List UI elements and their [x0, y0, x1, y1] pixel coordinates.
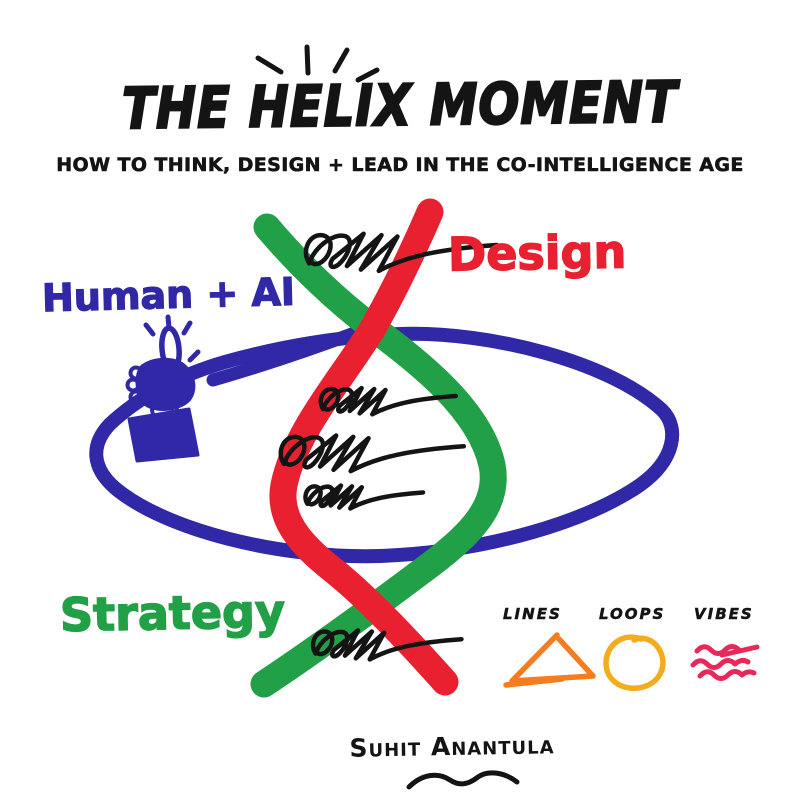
legend-label-vibes: Vibes: [694, 605, 754, 623]
sparkle-burst-icon: [255, 44, 380, 83]
pointing-hand-icon: [125, 314, 201, 463]
label-design: Design: [447, 224, 628, 283]
hand-cuff: [127, 407, 200, 463]
label-strategy: Strategy: [59, 583, 286, 642]
loops-circle-icon: [603, 634, 666, 691]
signature-squiggle: [406, 770, 520, 790]
lines-triangle-icon: [503, 632, 596, 688]
design-strand: [269, 198, 459, 696]
page-title: The Helix Moment: [121, 68, 679, 143]
vibes-scribble-row3: [303, 481, 425, 512]
vibes-squiggle-icon: [690, 644, 760, 681]
hand-sparkle-dashes: [143, 314, 201, 411]
loops-ellipse-start-stub: [206, 324, 367, 387]
hand-knuckles: [125, 365, 144, 405]
legend-label-lines: Lines: [503, 605, 562, 623]
label-human-ai: Human + AI: [41, 269, 296, 321]
page-subtitle: How to think, design + lead in the co-in…: [56, 154, 744, 176]
legend-label-loops: Loops: [599, 605, 666, 623]
hand-fist: [135, 357, 196, 412]
